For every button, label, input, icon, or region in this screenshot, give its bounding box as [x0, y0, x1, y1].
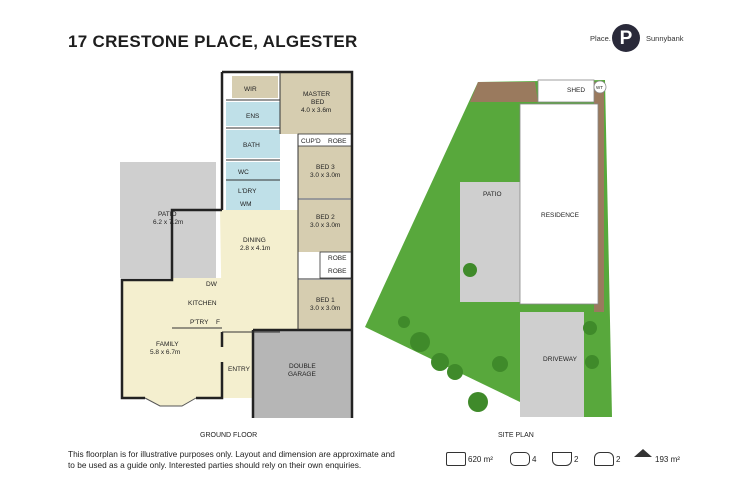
car-icon [594, 452, 614, 466]
wc-room [226, 162, 280, 180]
driveway-label: DRIVEWAY [543, 356, 578, 363]
garage-room [253, 330, 352, 418]
patio-slab [460, 182, 520, 302]
site-plan-caption: SITE PLAN [498, 432, 534, 439]
brand-office-text: Sunnybank [646, 34, 684, 43]
residence-label: RESIDENCE [541, 212, 580, 219]
site-patio-label: PATIO [483, 191, 502, 198]
shed-label: SHED [567, 87, 585, 94]
bed3-label: BED 3 [316, 164, 335, 171]
house-size-icon [634, 449, 652, 457]
wir-label: WIR [244, 86, 257, 93]
family-label: FAMILY [156, 341, 179, 348]
driveway [520, 312, 584, 417]
car-count: 2 [616, 455, 621, 464]
master-dims: 4.0 x 3.6m [301, 107, 331, 114]
ens-label: ENS [246, 113, 260, 120]
master-bed-room [280, 72, 352, 134]
land-size-icon [446, 452, 466, 466]
robe-stack [319, 251, 353, 279]
ldry-room [226, 180, 280, 210]
master-bed-label-2: BED [311, 99, 325, 106]
site-plan: SHED WT PATIO RESIDENCE DRIVEWAY [365, 79, 612, 417]
wc-label: WC [238, 169, 249, 176]
disclaimer-text: This floorplan is for illustrative purpo… [68, 449, 395, 470]
house-size-value: 193 m² [655, 455, 680, 464]
wir-room [232, 76, 278, 98]
wt-label: WT [596, 85, 603, 90]
internal-walls [172, 72, 352, 333]
ground-floor-caption: GROUND FLOOR [200, 432, 258, 439]
patio-dims: 6.2 x 7.2m [153, 219, 183, 226]
bed-icon [510, 452, 530, 466]
robe3-label: ROBE [328, 268, 347, 275]
garage-label: DOUBLE [289, 363, 316, 370]
brand-logo-letter: P [619, 28, 633, 49]
bed1-dims: 3.0 x 3.0m [310, 305, 340, 312]
ens-room [226, 102, 280, 126]
residence-outline [519, 103, 599, 305]
entry-label: ENTRY [228, 366, 251, 373]
patio-area [120, 162, 216, 278]
bath-count: 2 [574, 455, 579, 464]
bed2-dims: 3.0 x 3.0m [310, 222, 340, 229]
bath-room [226, 130, 280, 158]
master-bed-label: MASTER [303, 91, 330, 98]
dining-label: DINING [243, 237, 266, 244]
floor-plan: WIR MASTER BED 4.0 x 3.6m ENS BATH WC L'… [120, 70, 354, 418]
walls [120, 70, 354, 418]
ldry-label: L'DRY [238, 188, 257, 195]
brand-logo: P [612, 24, 640, 52]
dining-dims: 2.8 x 4.1m [240, 245, 270, 252]
brand-place-text: Place. [590, 34, 611, 43]
garden-bed-top [470, 82, 538, 102]
kitchen-label: KITCHEN [188, 300, 217, 307]
bed1-label: BED 1 [316, 297, 335, 304]
garden-bed-side [594, 82, 604, 312]
patio-label: PATIO [158, 211, 177, 218]
robe1-label: ROBE [328, 138, 347, 145]
bed3-dims: 3.0 x 3.0m [310, 172, 340, 179]
bay-window [144, 397, 197, 407]
bath-icon [552, 452, 572, 466]
cupd-label: CUP'D [301, 138, 321, 145]
shed-outline [537, 79, 595, 103]
shrubs [398, 263, 599, 412]
kitchen-area [172, 278, 222, 328]
water-tank [593, 80, 607, 94]
family-bay [145, 398, 196, 406]
fridge-label: F [216, 319, 220, 326]
bed1-room [298, 280, 352, 330]
bed3-room [298, 146, 352, 198]
wm-label: WM [240, 201, 252, 208]
family-dims: 5.8 x 6.7m [150, 349, 180, 356]
dw-label: DW [206, 281, 218, 288]
bed2-room [298, 200, 352, 252]
bed-count: 4 [532, 455, 537, 464]
page-title: 17 CRESTONE PLACE, ALGESTER [68, 32, 358, 51]
land-size-value: 620 m² [468, 455, 493, 464]
bath-label: BATH [243, 142, 260, 149]
ptry-label: P'TRY [190, 319, 209, 326]
bed2-label: BED 2 [316, 214, 335, 221]
robe2-label: ROBE [328, 255, 347, 262]
garage-label-2: GARAGE [288, 371, 316, 378]
